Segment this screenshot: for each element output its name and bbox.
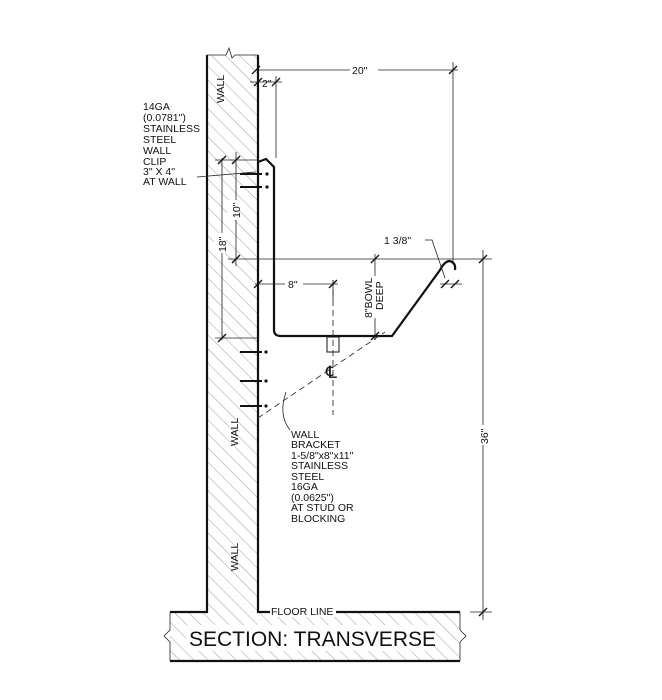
svg-text:WALL: WALL — [143, 145, 171, 157]
anchor-bolts — [240, 173, 262, 407]
svg-text:STEEL: STEEL — [291, 471, 324, 483]
svg-text:3" X 4": 3" X 4" — [143, 166, 175, 178]
svg-text:STEEL: STEEL — [143, 134, 176, 146]
floor-line-label: FLOOR LINE — [271, 606, 333, 618]
wall-label-middle: WALL — [229, 418, 241, 446]
wall-clip-note: 14GA (0.0781") STAINLESS STEEL WALL CLIP… — [143, 101, 200, 188]
svg-text:(0.0781"): (0.0781") — [143, 112, 186, 124]
dim-18: 18" — [217, 236, 229, 252]
dim-2: 2" — [262, 78, 272, 90]
dim-1-3-8: 1 3/8" — [384, 235, 411, 247]
svg-text:WALL: WALL — [291, 429, 319, 441]
dim-36: 36" — [479, 428, 491, 444]
dim-20: 20" — [352, 65, 368, 77]
wall-bracket-line — [257, 331, 386, 419]
dim-bowl-deep-2: DEEP — [374, 281, 386, 310]
dim-10: 10" — [231, 202, 243, 218]
svg-text:STAINLESS: STAINLESS — [291, 460, 348, 472]
svg-text:AT STUD OR: AT STUD OR — [291, 502, 354, 514]
wall-bracket-note: WALL BRACKET 1-5/8"x8"x11" STAINLESS STE… — [291, 429, 354, 525]
svg-text:AT WALL: AT WALL — [143, 176, 187, 188]
dim-8: 8" — [288, 279, 298, 291]
break-line-floor — [163, 612, 467, 661]
dim-bowl-deep-1: 8"BOWL — [363, 277, 375, 318]
svg-text:CLIP: CLIP — [143, 156, 166, 168]
wall-label-bottom: WALL — [229, 543, 241, 571]
svg-text:(0.0625"): (0.0625") — [291, 492, 334, 504]
svg-text:BLOCKING: BLOCKING — [291, 513, 345, 525]
wall-label-top: WALL — [215, 75, 227, 103]
sink-profile — [257, 157, 457, 338]
section-title: SECTION: TRANSVERSE — [189, 628, 436, 651]
wall-outline — [170, 55, 460, 663]
centerline-symbol: ℄ — [325, 363, 337, 382]
wall-hatch — [170, 55, 460, 661]
dimension-ticks — [217, 65, 488, 617]
svg-text:BRACKET: BRACKET — [291, 439, 341, 451]
bolt-heads — [264, 172, 269, 408]
break-line-top — [207, 46, 258, 59]
svg-text:1-5/8"x8"x11": 1-5/8"x8"x11" — [291, 450, 354, 462]
svg-text:16GA: 16GA — [291, 481, 318, 493]
svg-text:STAINLESS: STAINLESS — [143, 123, 200, 135]
svg-text:14GA: 14GA — [143, 101, 170, 113]
